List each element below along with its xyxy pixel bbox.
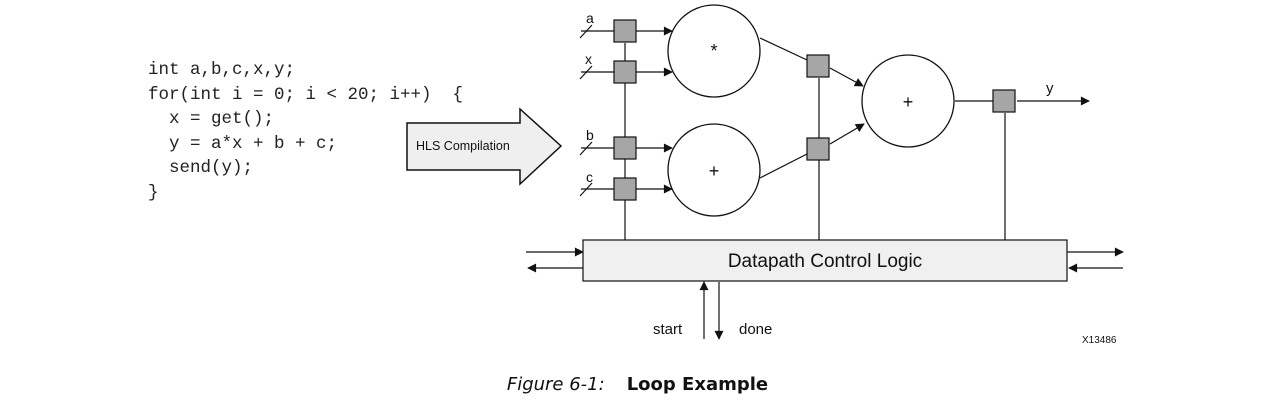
start-label: start — [653, 321, 683, 338]
done-label: done — [739, 321, 772, 338]
input-label-b: b — [586, 127, 594, 143]
code-line: x = get(); — [148, 109, 275, 130]
register-c — [613, 177, 637, 201]
control-block-label: Datapath Control Logic — [728, 251, 922, 272]
register-x — [613, 60, 637, 84]
multiply-operator — [667, 4, 761, 98]
figure-number: Figure 6-1: — [506, 374, 605, 395]
multiply-symbol: * — [710, 41, 717, 61]
add-operator-bc — [667, 123, 761, 217]
add-symbol-bc: + — [709, 161, 720, 181]
source-code: int a,b,c,x,y; for(int i = 0; i < 20; i++… — [148, 58, 463, 206]
figure-id: X13486 — [1082, 335, 1117, 346]
input-label-c: c — [586, 169, 593, 185]
register-sum-bc — [806, 137, 830, 161]
code-line: for(int i = 0; i < 20; i++) { — [148, 84, 464, 105]
register-product — [806, 54, 830, 78]
input-wires — [579, 24, 614, 197]
code-line: y = a*x + b + c; — [148, 133, 338, 154]
register-a — [613, 19, 637, 43]
code-line: } — [148, 182, 159, 203]
hls-compilation-arrow — [406, 107, 563, 186]
datapath-control-logic-block — [582, 239, 1068, 282]
figure-title: Loop Example — [626, 374, 769, 395]
register-b — [613, 136, 637, 160]
add-symbol-final: + — [903, 92, 914, 112]
output-label-y: y — [1046, 80, 1054, 97]
code-line: int a,b,c,x,y; — [148, 60, 296, 80]
register-y — [992, 89, 1016, 113]
add-operator-final — [861, 54, 955, 148]
input-label-x: x — [585, 51, 592, 67]
figure-caption: Figure 6-1: Loop Example — [0, 374, 1275, 395]
code-line: send(y); — [148, 158, 254, 179]
hls-compilation-label: HLS Compilation — [416, 139, 510, 153]
input-label-a: a — [586, 10, 594, 26]
